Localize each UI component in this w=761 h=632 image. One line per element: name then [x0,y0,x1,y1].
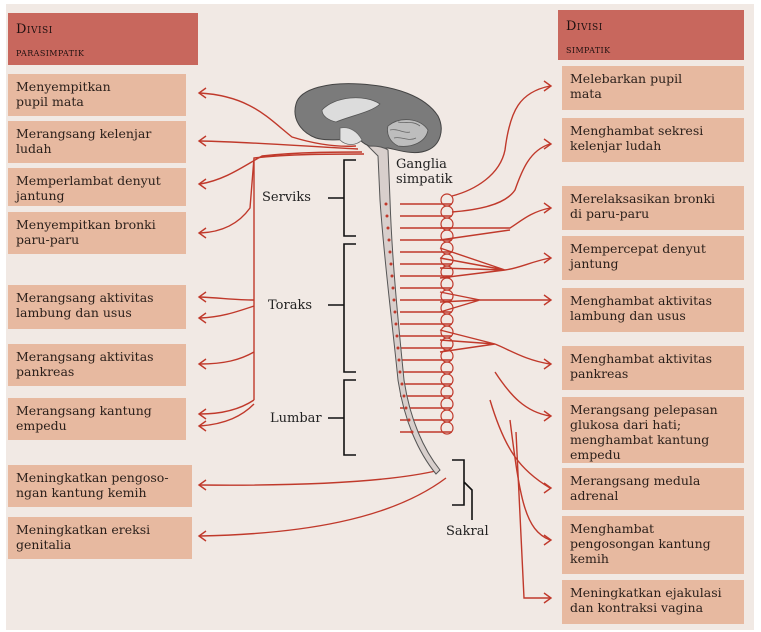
lumbar-bracket [328,380,356,455]
para-nerve-bladder [200,470,440,485]
para-nerve-gallbladder-1 [200,400,254,414]
sakral-label: Sakral [446,524,489,539]
para-nerve-gallbladder-2 [200,404,254,426]
sakral-bracket [452,460,472,520]
para-nerve-stomach-2 [200,306,254,318]
sym-nerve-pancreas [495,344,550,364]
sym-nerve-ejaculation [516,432,550,598]
ganglia-label: Ganglia simpatik [396,157,453,187]
serviks-label: Serviks [262,190,311,205]
para-nerve-genitalia [200,478,446,536]
sym-nerve-heart [505,258,550,270]
spinal-cord [368,146,440,474]
toraks-label: Toraks [268,298,312,313]
lumbar-label: Lumbar [270,411,322,426]
brain-illustration [295,84,441,153]
sympathetic-ganglia-chain [441,194,453,434]
para-nerve-stomach-1 [200,297,254,300]
para-nerve-heart [200,152,362,184]
toraks-bracket [328,244,356,372]
sym-nerve-liver [495,372,550,416]
sym-nerve-saliva [452,144,550,212]
serviks-bracket [328,160,356,236]
para-nerve-pancreas [200,352,254,364]
arrowheads [199,81,551,603]
sym-nerve-pupil [452,86,550,196]
